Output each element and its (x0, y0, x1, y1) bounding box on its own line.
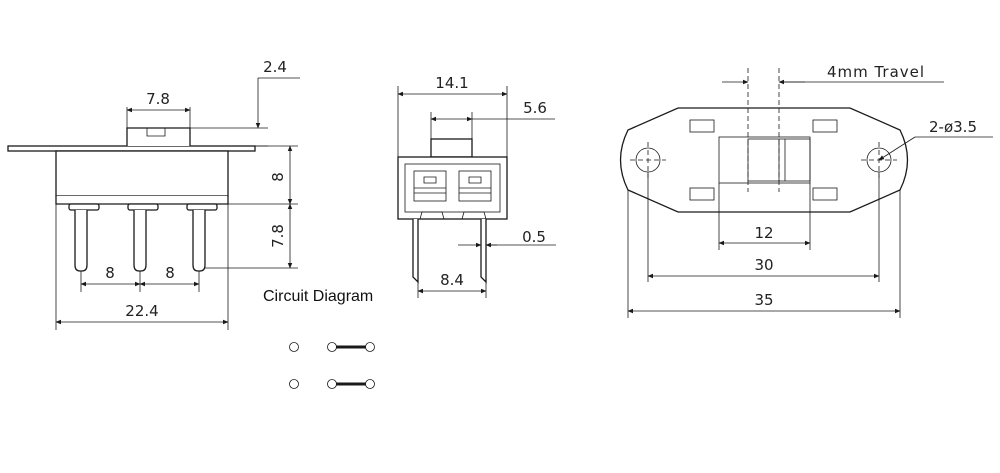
dim-top-travel: 4mm Travel (827, 63, 925, 81)
dim-side-actuator: 7.8 (146, 90, 170, 108)
front-view: 14.1 5.6 0.5 8.4 (397, 74, 556, 298)
dim-side-pitch-right: 8 (165, 264, 175, 282)
dim-side-width: 22.4 (125, 302, 158, 320)
dim-front-pin-spacing: 8.4 (440, 271, 464, 289)
dim-top-window: 12 (754, 224, 773, 242)
dim-side-height: 8 (269, 172, 287, 182)
dim-side-pitch-left: 8 (105, 264, 115, 282)
dim-top-hole-spacing: 30 (754, 256, 773, 274)
circuit-pole-2 (289, 379, 375, 389)
dim-side-pin-len: 7.8 (269, 224, 287, 248)
dim-front-pin: 0.5 (522, 228, 546, 246)
circuit-diagram: Circuit Diagram (263, 288, 375, 389)
dim-front-width: 14.1 (435, 74, 468, 92)
front-actuator (430, 138, 473, 158)
side-actuator (126, 127, 191, 146)
side-terminals (68, 203, 218, 272)
side-base (55, 196, 229, 205)
top-slots (689, 119, 838, 201)
side-body (55, 150, 229, 197)
dim-top-holes: 2-ø3.5 (929, 118, 977, 136)
front-contacts (413, 170, 492, 202)
circuit-title: Circuit Diagram (263, 288, 373, 305)
side-mount-plate (7, 145, 256, 152)
top-view: 4mm Travel 2-ø3.5 12 30 35 (619, 63, 993, 318)
side-view: 7.8 2.4 8 7.8 8 8 22.4 (7, 58, 300, 330)
dim-front-actuator: 5.6 (523, 99, 547, 117)
front-pins (412, 219, 487, 284)
top-plate (619, 107, 909, 213)
front-body-inner (404, 163, 501, 213)
dim-side-top: 2.4 (263, 58, 287, 76)
dim-top-overall: 35 (754, 291, 773, 309)
circuit-pole-1 (289, 342, 375, 352)
side-actuator-notch (146, 128, 166, 137)
